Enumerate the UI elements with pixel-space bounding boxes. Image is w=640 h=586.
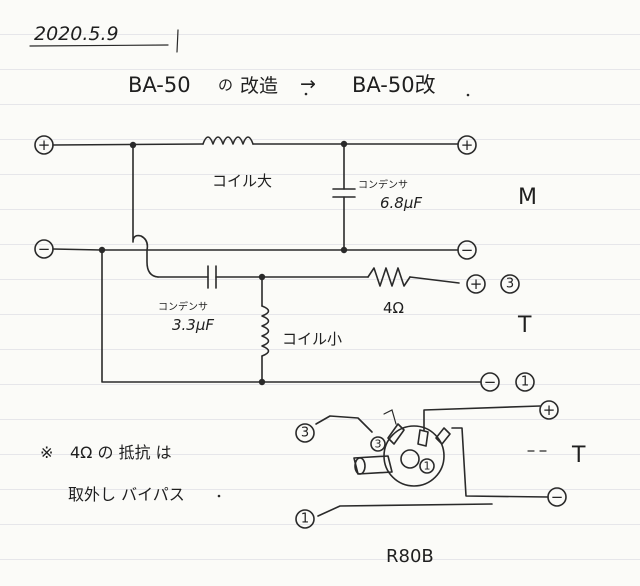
note-mark: ※	[40, 443, 53, 462]
cap-t-name-label: コンデンサ	[158, 300, 208, 313]
wire-1-circle	[295, 509, 315, 529]
tweeter-plus-terminal	[539, 400, 559, 420]
title-before: BA-50	[128, 73, 191, 97]
small-coil	[261, 305, 270, 357]
date-tick	[176, 29, 179, 53]
note-line-1: 4Ω の 抵抗 は	[70, 443, 172, 462]
output-t-plus-sign: +	[470, 275, 483, 293]
wire-tweeter-right	[409, 276, 460, 284]
input-plus-sign: +	[38, 136, 51, 154]
output-m-plus-terminal	[457, 135, 477, 155]
wire-tweeter-return	[101, 249, 482, 383]
driver-pin-3-circle	[370, 436, 386, 452]
title-kaizou: 改造	[240, 75, 278, 97]
cap-t-value-label: 3.3μF	[172, 316, 214, 334]
pin-1-number: 1	[521, 375, 529, 390]
driver-pin-1-circle	[419, 458, 435, 474]
small-coil-label: コイル小	[282, 330, 342, 348]
cap-m-value-label: 6.8μF	[380, 194, 422, 212]
wire-plus-rail-left	[52, 143, 204, 146]
driver-pin-3-number: 3	[375, 438, 382, 451]
title-after: BA-50改	[352, 73, 436, 97]
wire-3-number: 3	[301, 426, 309, 441]
output-m-minus-terminal	[457, 240, 477, 260]
output-t-plus-terminal	[466, 274, 486, 294]
large-coil	[202, 136, 254, 145]
title-no: の	[218, 76, 233, 94]
pin-3-circle	[500, 274, 520, 294]
large-coil-label: コイル大	[212, 172, 272, 190]
wire-1-number: 1	[301, 512, 309, 527]
output-m-plus-sign: +	[461, 136, 474, 154]
title-arrow: →	[300, 73, 316, 95]
resistor-label: 4Ω	[383, 299, 404, 317]
note-line-2: 取外し バイパス	[68, 485, 185, 504]
section-m-label: M	[518, 185, 537, 210]
wire-tweeter-feed	[132, 144, 159, 278]
pin-3-number: 3	[506, 277, 514, 292]
wire-minus-rail	[52, 248, 459, 251]
input-minus-sign: −	[38, 240, 51, 258]
date-underline	[29, 44, 169, 47]
pin-1-circle	[515, 372, 535, 392]
section-t-label: T	[517, 313, 532, 338]
cap-m-name-label: コンデンサ	[358, 178, 408, 191]
resistor-4ohm	[367, 267, 411, 287]
section-t2-label: T	[571, 443, 586, 468]
driver-pin-1-number: 1	[424, 460, 431, 473]
tweeter-minus-sign: −	[551, 488, 564, 506]
r80b-driver-sketch	[315, 405, 549, 517]
wire-3-circle	[295, 423, 315, 443]
output-m-minus-sign: −	[461, 241, 474, 259]
tweeter-plus-sign: +	[543, 401, 556, 419]
output-t-minus-terminal	[480, 372, 500, 392]
output-t-minus-sign: −	[484, 373, 497, 391]
driver-model-label: R80B	[386, 546, 434, 567]
date-label: 2020.5.9	[34, 23, 119, 45]
